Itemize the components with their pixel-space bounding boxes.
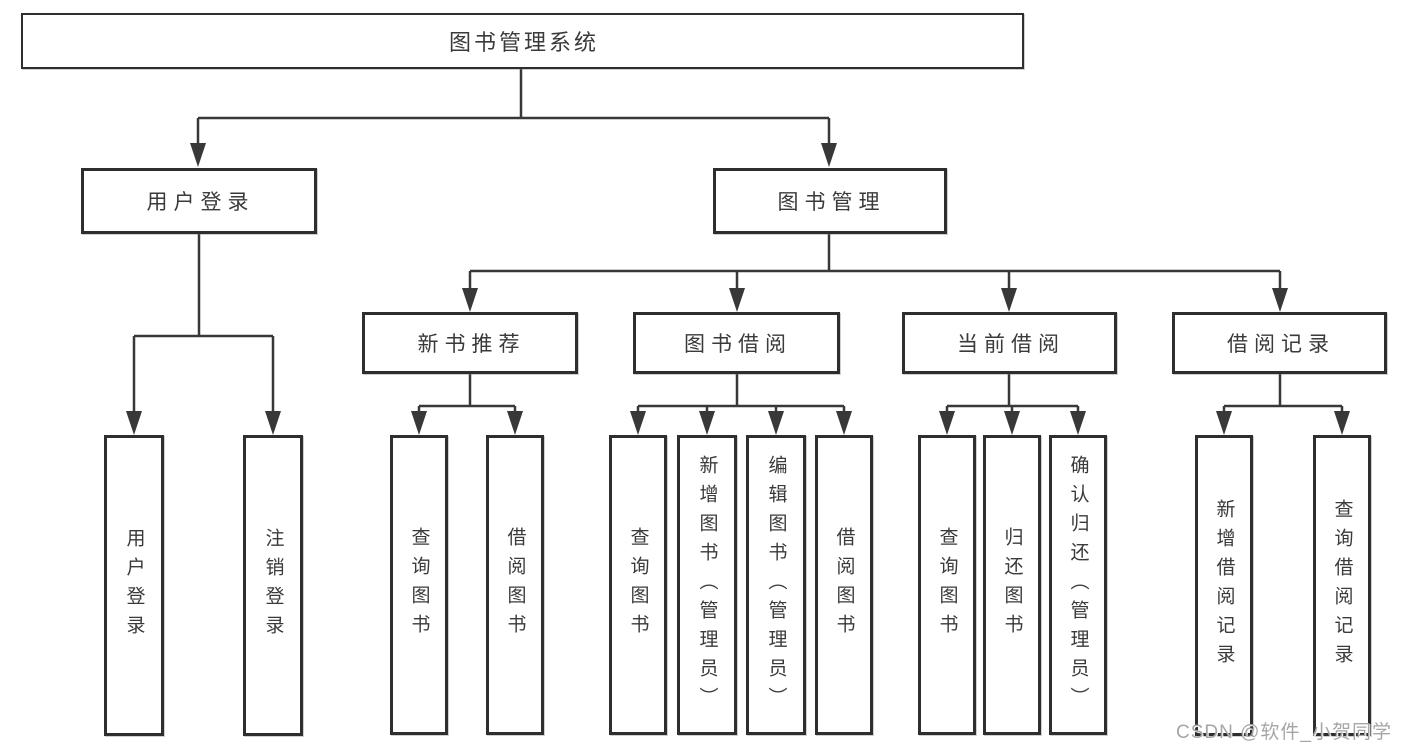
leaf-label: 查询图书	[408, 527, 430, 643]
node-book-management: 图书管理	[713, 168, 947, 234]
node-label: 借阅记录	[1227, 333, 1335, 356]
node-book-borrowing: 图书借阅	[633, 312, 840, 374]
leaf-label: 新增借阅记录	[1213, 498, 1235, 673]
leaf-borrow-books-borrowing: 借阅图书	[815, 435, 873, 735]
leaf-label: 查询图书	[936, 527, 958, 643]
node-label: 新书推荐	[417, 333, 526, 356]
node-library-management-system: 图书管理系统	[21, 13, 1024, 69]
leaf-label: 借阅图书	[504, 527, 526, 643]
node-current-borrowing: 当前借阅	[902, 312, 1117, 374]
node-new-book-recommendation: 新书推荐	[362, 312, 578, 374]
leaf-query-books-current: 查询图书	[918, 435, 976, 735]
csdn-watermark: CSDN @软件_小贺同学	[1176, 722, 1392, 743]
node-label: 当前借阅	[957, 333, 1065, 356]
leaf-return-books: 归还图书	[983, 435, 1041, 735]
node-label: 图书借阅	[684, 333, 792, 356]
leaf-label: 确认归还（管理员）	[1067, 454, 1089, 716]
node-label: 用户登录	[146, 191, 255, 214]
leaf-edit-books-admin: 编辑图书（管理员）	[746, 435, 806, 735]
leaf-label: 注销登录	[262, 527, 284, 644]
arrowhead-icons	[126, 143, 1350, 435]
leaf-label: 归还图书	[1001, 527, 1023, 643]
node-label: 图书管理系统	[448, 30, 599, 55]
leaf-label: 查询借阅记录	[1331, 498, 1353, 673]
node-borrowing-records: 借阅记录	[1172, 312, 1387, 374]
leaf-query-books-recommend: 查询图书	[390, 435, 448, 735]
leaf-query-borrow-record: 查询借阅记录	[1313, 435, 1371, 736]
leaf-borrow-books-recommend: 借阅图书	[486, 435, 544, 735]
leaf-label: 用户登录	[123, 527, 145, 644]
leaf-label: 查询图书	[627, 527, 649, 643]
node-label: 图书管理	[777, 191, 886, 214]
leaf-confirm-return-admin: 确认归还（管理员）	[1049, 435, 1107, 735]
leaf-label: 新增图书（管理员）	[696, 454, 718, 716]
leaf-add-books-admin: 新增图书（管理员）	[677, 435, 737, 735]
leaf-label: 编辑图书（管理员）	[765, 454, 787, 716]
leaf-label: 借阅图书	[833, 527, 855, 643]
leaf-query-books-borrowing: 查询图书	[609, 435, 667, 735]
leaf-user-login: 用户登录	[104, 435, 164, 736]
leaf-logout-login: 注销登录	[243, 435, 303, 736]
node-user-login: 用户登录	[81, 168, 317, 234]
leaf-new-borrow-record: 新增借阅记录	[1195, 435, 1253, 736]
